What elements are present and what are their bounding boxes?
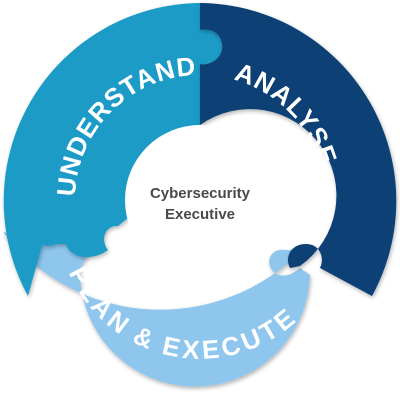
center-circle <box>125 125 275 275</box>
segment-plan-execute <box>3 230 310 387</box>
segment-understand <box>3 3 223 296</box>
center-title-line1: Cybersecurity <box>150 185 251 202</box>
center-title-line2: Executive <box>165 206 235 223</box>
segment-analyse <box>200 3 397 296</box>
